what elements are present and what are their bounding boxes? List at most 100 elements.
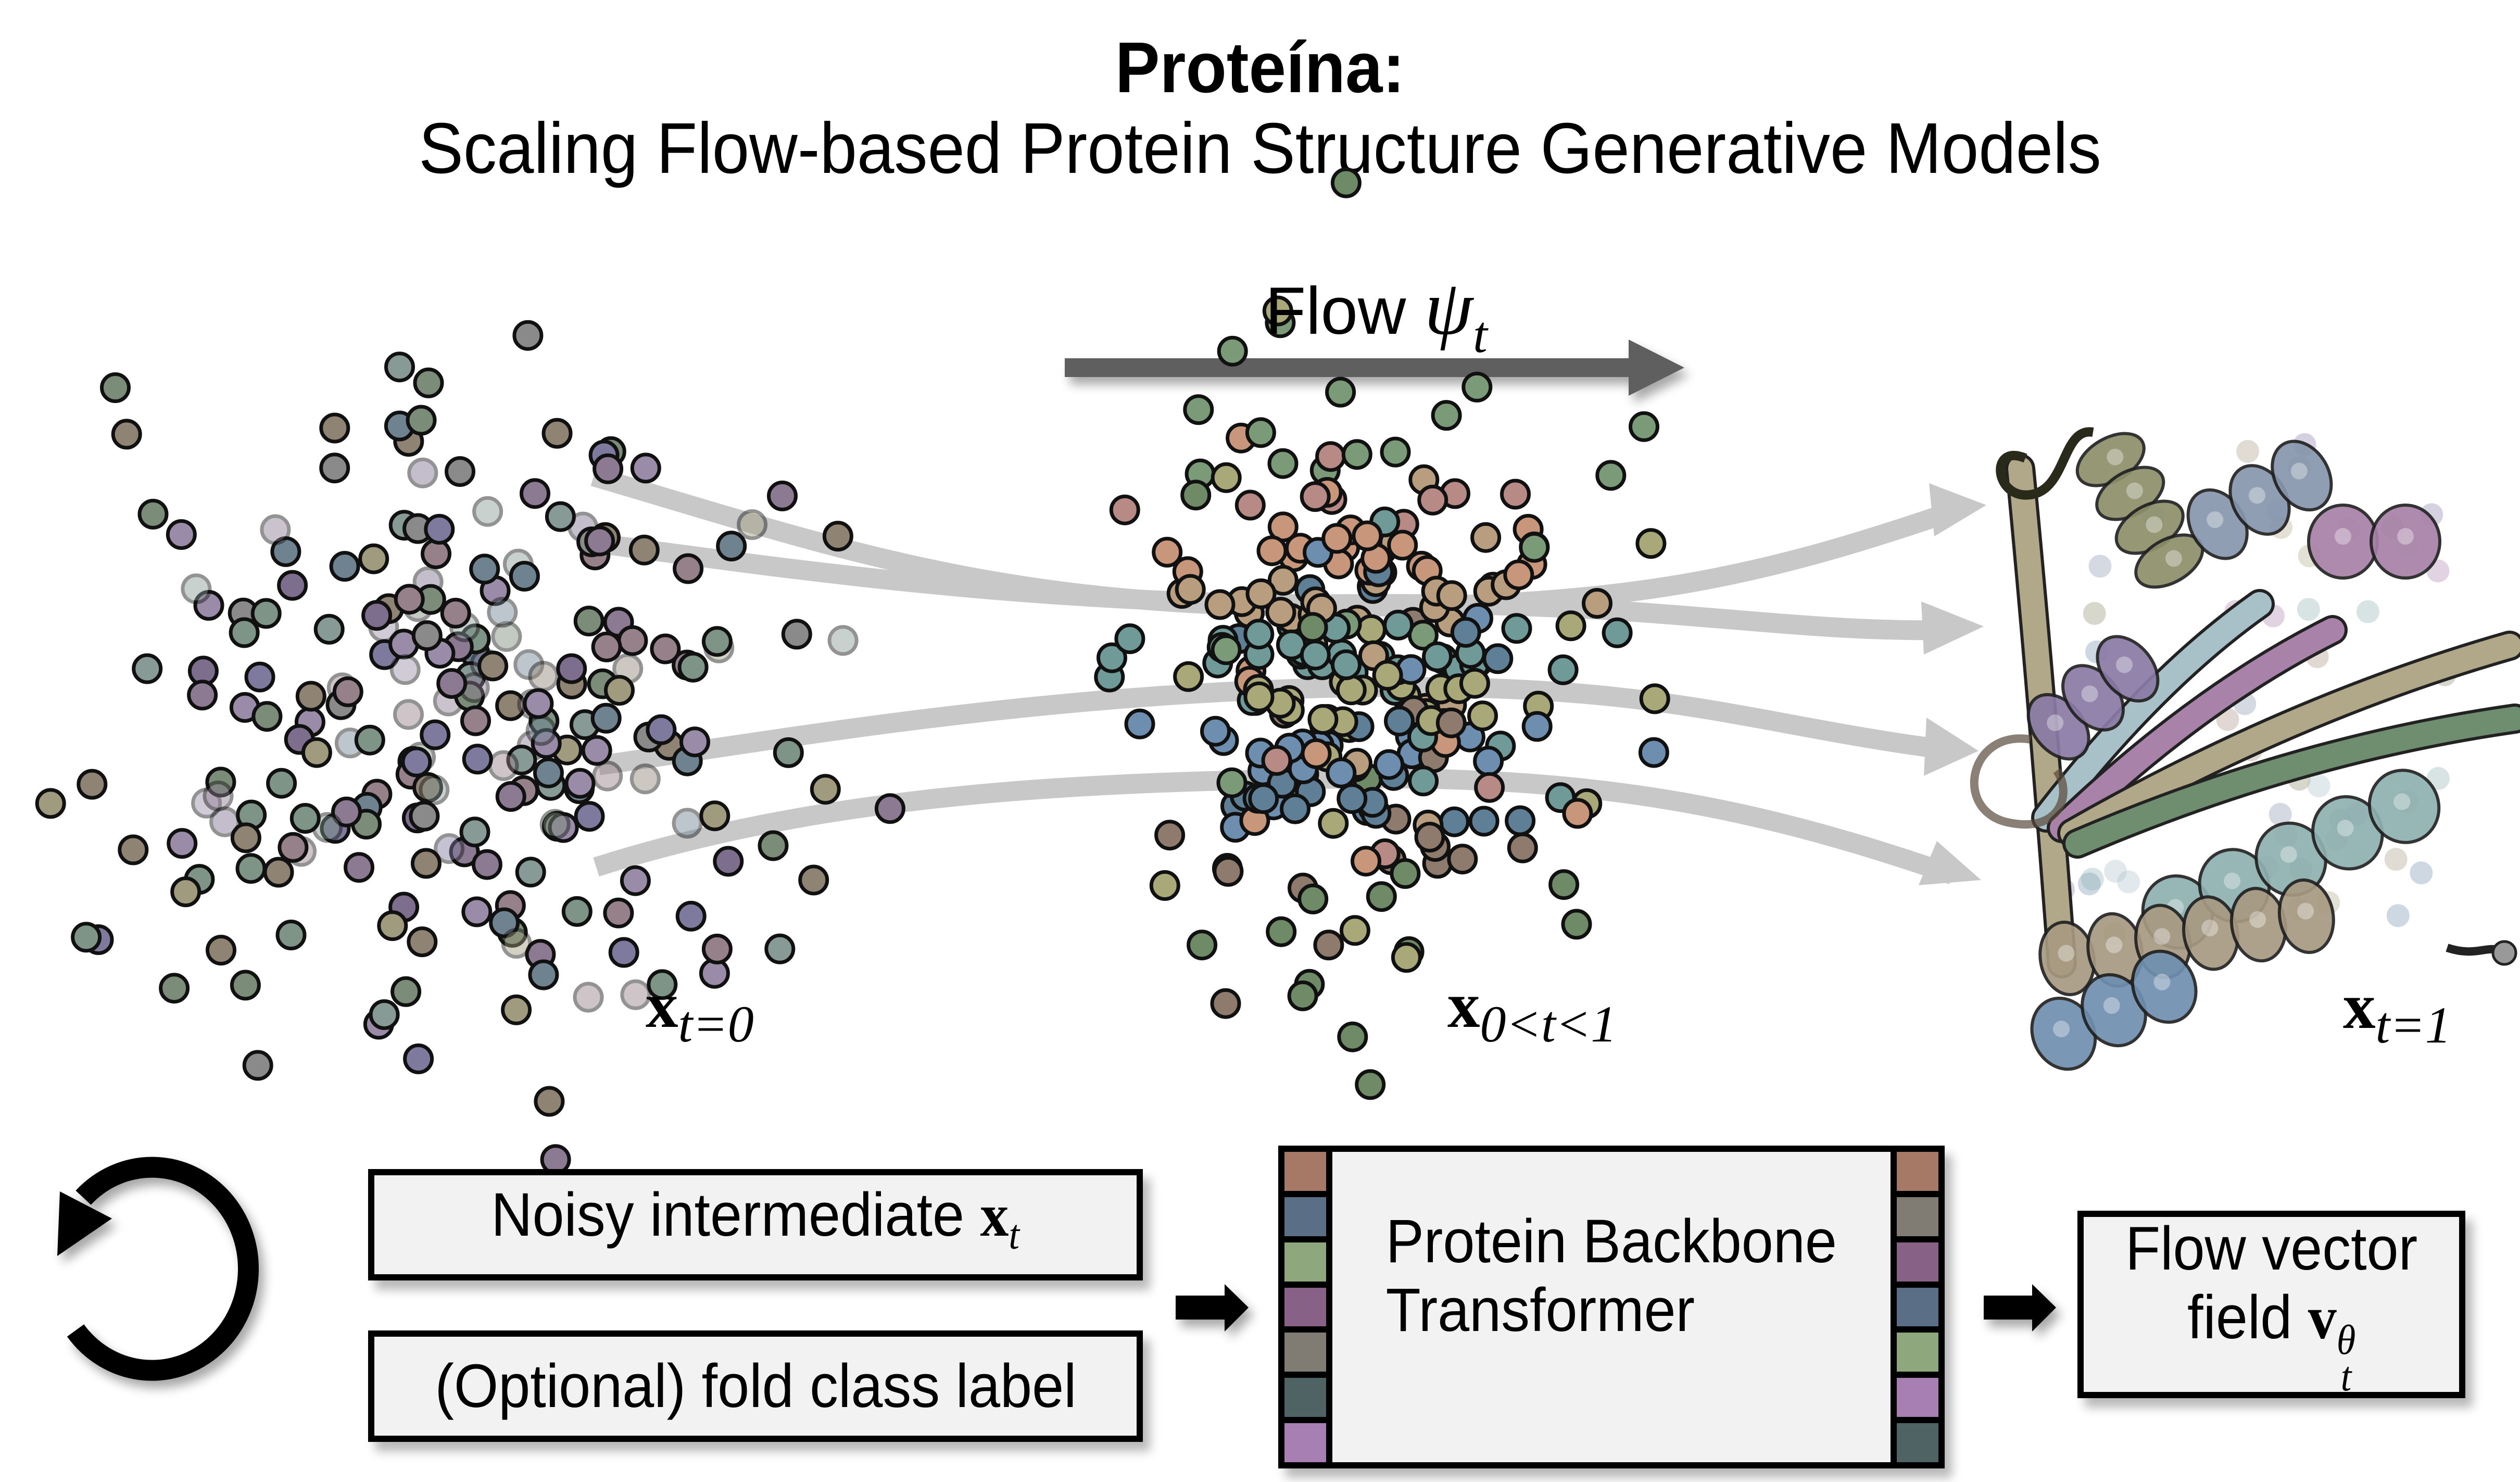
sphere bbox=[0, 897, 634, 928]
input-box-fold-class: (Optional) fold class label bbox=[368, 1330, 1143, 1442]
beta-strand bbox=[2047, 615, 2348, 843]
sphere bbox=[0, 876, 201, 908]
sphere bbox=[0, 704, 1339, 735]
token-chip bbox=[1284, 1242, 1326, 1282]
protein-backbone-transformer: Protein Backbone Transformer bbox=[1278, 1146, 1945, 1468]
ca-atom bbox=[2104, 860, 2127, 883]
sphere bbox=[0, 535, 1288, 567]
sphere bbox=[0, 426, 424, 457]
sphere bbox=[0, 820, 1186, 851]
sphere bbox=[0, 922, 102, 953]
sphere bbox=[0, 441, 1346, 472]
flow-symbol: ψ bbox=[1424, 265, 1473, 351]
sphere bbox=[0, 522, 621, 553]
sphere bbox=[0, 573, 212, 605]
trajectory-arrowhead bbox=[1924, 718, 1979, 776]
sphere bbox=[0, 436, 626, 467]
sphere bbox=[0, 419, 142, 450]
sphere bbox=[0, 891, 420, 923]
sphere bbox=[0, 702, 622, 734]
sphere bbox=[0, 320, 544, 351]
sphere bbox=[0, 307, 1296, 338]
sphere bbox=[0, 551, 360, 582]
sphere bbox=[0, 439, 620, 471]
alpha-helix bbox=[2307, 504, 2441, 580]
input-var: x bbox=[980, 1180, 1009, 1249]
sphere bbox=[0, 916, 1297, 947]
loop-arrow-icon bbox=[57, 1157, 259, 1381]
state-label-intermediate: x0<t<1 bbox=[1447, 969, 1617, 1054]
sphere bbox=[0, 681, 1275, 712]
sphere bbox=[0, 543, 389, 574]
sphere bbox=[0, 405, 437, 436]
left-token-column bbox=[1284, 1152, 1326, 1463]
sphere bbox=[0, 462, 1242, 493]
sphere bbox=[0, 367, 444, 398]
sphere bbox=[0, 617, 260, 648]
ca-atom bbox=[2236, 439, 2259, 463]
sphere bbox=[0, 805, 1270, 836]
sphere bbox=[0, 418, 573, 449]
sphere bbox=[0, 865, 651, 896]
ca-atom bbox=[2088, 555, 2112, 578]
token-chip bbox=[1284, 1333, 1326, 1372]
sphere bbox=[0, 436, 1411, 468]
state-subscript: t=1 bbox=[2375, 996, 2451, 1054]
input-label: Noisy intermediate xt bbox=[492, 1180, 1020, 1270]
token-chip bbox=[1897, 1287, 1938, 1327]
sphere bbox=[0, 1144, 571, 1175]
sphere bbox=[0, 834, 149, 865]
token-chip bbox=[1284, 1378, 1326, 1417]
sphere bbox=[0, 479, 1531, 510]
token-chip bbox=[1897, 1242, 1938, 1282]
token-chip bbox=[1284, 1152, 1326, 1191]
sphere bbox=[0, 376, 1356, 408]
token-chip bbox=[1284, 1197, 1326, 1236]
sphere bbox=[0, 453, 350, 484]
ca-atom bbox=[2269, 802, 2292, 826]
sphere bbox=[0, 745, 537, 775]
sphere bbox=[0, 411, 1659, 442]
sphere bbox=[0, 498, 169, 530]
sphere bbox=[0, 510, 420, 541]
alpha-helix bbox=[2186, 439, 2333, 560]
sphere bbox=[0, 757, 1357, 788]
sphere bbox=[0, 534, 660, 566]
sphere bbox=[0, 738, 1332, 769]
sphere bbox=[0, 1021, 1368, 1052]
ca-atom bbox=[2491, 940, 2517, 966]
ca-atom bbox=[2356, 600, 2379, 623]
sphere bbox=[0, 910, 408, 941]
sphere bbox=[0, 692, 260, 723]
output-superscript: θ bbox=[2336, 1317, 2356, 1363]
sphere bbox=[0, 561, 540, 592]
sphere bbox=[0, 610, 1307, 642]
sphere bbox=[0, 680, 218, 711]
input-label-text: Noisy intermediate bbox=[491, 1180, 965, 1249]
sphere bbox=[0, 973, 190, 1004]
sphere bbox=[0, 509, 768, 540]
right-token-column bbox=[1897, 1152, 1938, 1463]
transformer-label: Protein Backbone Transformer bbox=[1386, 1207, 1837, 1345]
input-to-model-arrow bbox=[1176, 1284, 1249, 1332]
token-chip bbox=[1897, 1423, 1938, 1463]
token-chip bbox=[1284, 1287, 1326, 1327]
token-chip bbox=[1897, 1378, 1938, 1417]
sphere bbox=[0, 295, 1293, 326]
sphere bbox=[0, 920, 307, 950]
state-subscript: t=0 bbox=[678, 995, 754, 1053]
output-var: v bbox=[2308, 1283, 2337, 1352]
sphere bbox=[0, 371, 1493, 403]
state-var: x bbox=[2343, 971, 2376, 1043]
ca-atom bbox=[2117, 870, 2140, 894]
sphere bbox=[0, 750, 519, 781]
protein-structure bbox=[1970, 427, 2520, 1071]
ca-atom bbox=[2297, 598, 2320, 621]
token-chip bbox=[1897, 1152, 1938, 1191]
sphere bbox=[0, 523, 1353, 554]
sphere bbox=[0, 417, 1276, 448]
sphere bbox=[0, 725, 1239, 756]
beta-strand bbox=[2062, 704, 2520, 859]
sphere bbox=[0, 511, 599, 543]
